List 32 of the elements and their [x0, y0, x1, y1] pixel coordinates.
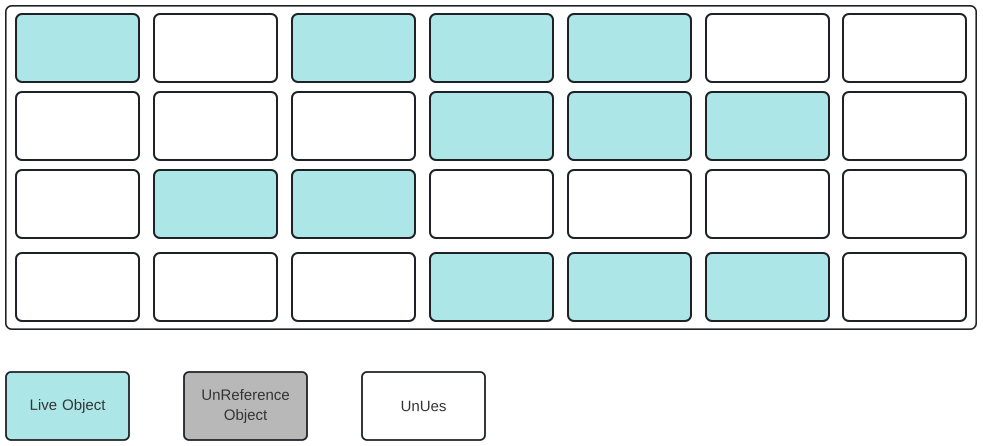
grid-cell: [291, 91, 416, 161]
grid-cell: [153, 13, 278, 83]
grid-cell: [15, 13, 140, 83]
grid-cell: [153, 252, 278, 322]
legend-label: Live Object: [30, 399, 106, 413]
grid-cell: [705, 252, 830, 322]
grid-cell: [705, 91, 830, 161]
grid-cell: [842, 252, 967, 322]
grid-cell: [429, 169, 554, 239]
grid-cell: [842, 91, 967, 161]
legend-label: UnReference Object: [202, 389, 289, 423]
grid-cell: [567, 169, 692, 239]
grid-cell: [567, 252, 692, 322]
legend-label: UnUes: [402, 400, 446, 412]
grid-cell: [842, 169, 967, 239]
grid-cell: [429, 91, 554, 161]
grid-cell: [15, 252, 140, 322]
grid-cell: [291, 252, 416, 322]
grid-cell: [842, 13, 967, 83]
grid-cell: [15, 91, 140, 161]
grid-cell: [567, 91, 692, 161]
grid-cell: [291, 169, 416, 239]
grid-cell: [291, 13, 416, 83]
grid-cell: [153, 169, 278, 239]
grid-frame: [5, 5, 977, 330]
grid-cell: [567, 13, 692, 83]
grid-cell: [15, 169, 140, 239]
grid-cell: [705, 13, 830, 83]
grid-cell: [705, 169, 830, 239]
grid-cell: [153, 91, 278, 161]
grid-cell: [429, 252, 554, 322]
grid-cell: [429, 13, 554, 83]
